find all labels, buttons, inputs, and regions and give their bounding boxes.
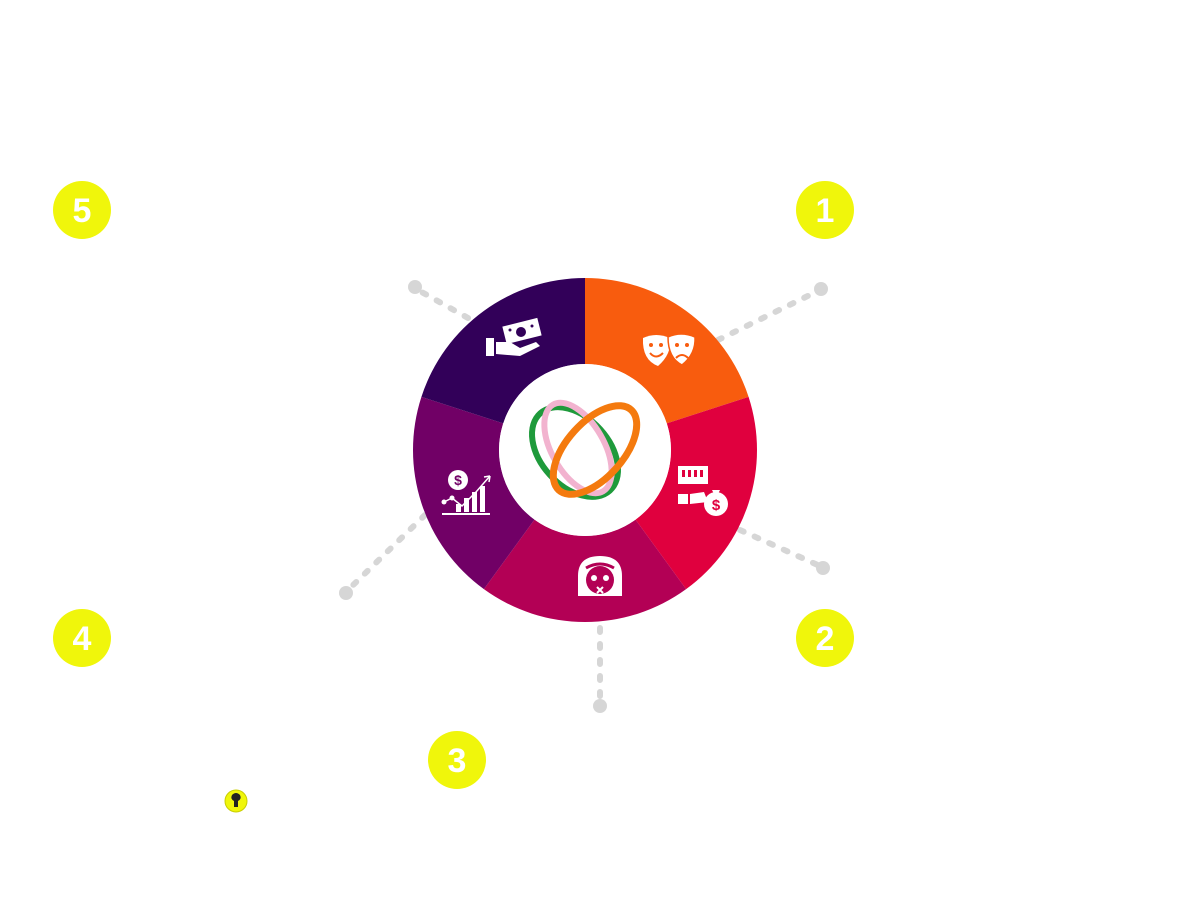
step-number-5: 5 [73,192,92,230]
theater-masks-icon [642,333,696,366]
connector-1 [715,282,828,343]
connector-dot [593,699,607,713]
rising-dollar-chart-icon: $ [441,470,491,515]
step-badge-3: 3 [428,731,486,789]
svg-text:$: $ [712,497,721,514]
step-number-2: 2 [816,620,835,658]
connector-dot [814,282,828,296]
step-number-1: 1 [816,192,835,230]
step-badge-2: 2 [796,609,854,667]
svg-text:$: $ [454,472,462,488]
confused-face-icon [578,556,622,596]
connector-dot [816,561,830,575]
step-number-4: 4 [73,620,92,658]
connector-5 [408,280,471,321]
connector-dot [339,586,353,600]
connector-3 [593,625,607,713]
step-badge-4: 4 [53,609,111,667]
pin-marker-icon [224,789,248,813]
connector-dot [408,280,422,294]
bribe-calendar-money-bag-icon: $ [678,466,728,516]
step-number-3: 3 [448,742,467,780]
intertwined-rings-logo-icon [528,399,641,500]
connector-4 [339,512,428,600]
ring-segment-2 [635,396,757,590]
center-disc [499,364,671,536]
step-badge-1: 1 [796,181,854,239]
connector-2 [737,527,830,575]
step-badge-5: 5 [53,181,111,239]
hand-giving-money-icon [486,317,542,356]
